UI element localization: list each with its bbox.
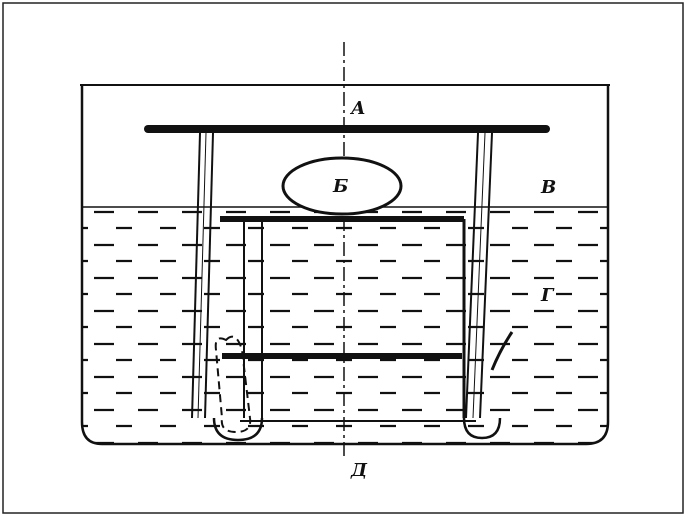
displaced-tube-outline (214, 335, 252, 434)
label-g: Г (540, 285, 555, 306)
label-d: Д (350, 460, 368, 481)
left-tube (212, 222, 264, 442)
left-slanted-leg (191, 132, 214, 419)
water-region (82, 207, 608, 444)
right-slanted-leg (465, 132, 493, 419)
right-hook (490, 331, 514, 371)
label-v: В (540, 177, 556, 198)
right-leg-foot (462, 417, 502, 440)
label-a: А (349, 98, 366, 119)
float-ellipse (281, 156, 403, 216)
label-b: Б (332, 176, 348, 197)
